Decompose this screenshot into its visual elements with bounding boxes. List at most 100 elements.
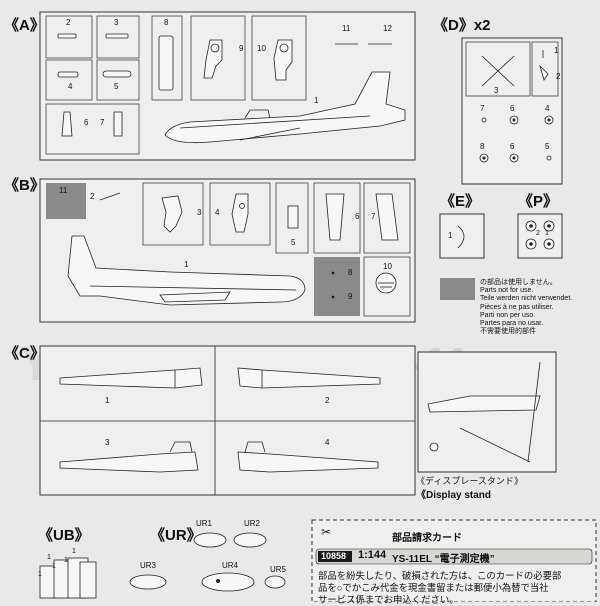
section-c-label: 《C》 — [4, 344, 45, 362]
part-c3-wing — [59, 441, 199, 473]
display-stand-en: 《Display stand — [416, 490, 492, 501]
ub-label-d: 1 — [72, 548, 76, 555]
part-ur5 — [264, 575, 286, 589]
part-c1-wing — [59, 367, 203, 389]
d-label-6a: 6 — [510, 104, 515, 113]
part-a2 — [57, 33, 77, 39]
part-b10-engine-front — [375, 272, 397, 294]
a-label-3: 3 — [114, 18, 119, 27]
a-label-10: 10 — [257, 44, 266, 53]
legend-line-it: Parti non per uso. — [480, 311, 536, 319]
part-ur1 — [193, 532, 227, 548]
b-label-9: 9 — [348, 292, 353, 301]
part-e1 — [457, 225, 465, 249]
p-label-1: 1 — [545, 230, 549, 237]
part-ub-blocks — [39, 557, 97, 599]
order-card-header — [315, 548, 593, 565]
part-b5 — [287, 205, 299, 229]
runner-c-frame — [39, 345, 416, 496]
a-label-8: 8 — [164, 18, 169, 27]
part-p-wheels — [525, 220, 555, 250]
part-a7 — [113, 111, 123, 137]
b-label-4: 4 — [215, 208, 220, 217]
a-cell-4 — [45, 59, 93, 101]
a-label-7: 7 — [100, 118, 105, 127]
part-b6 — [325, 193, 345, 241]
b-cell-8-9-unused — [314, 257, 360, 316]
part-a10-gear — [273, 39, 293, 81]
display-stand-part — [427, 361, 541, 463]
d-cell-1-2 — [531, 41, 559, 97]
part-d1-d2 — [539, 50, 549, 81]
a-label-11: 11 — [342, 24, 351, 33]
section-p-label: 《P》 — [518, 192, 558, 210]
section-d-label: 《D》x2 — [433, 16, 491, 34]
part-b9-dot — [331, 295, 335, 299]
section-e-label: 《E》 — [440, 192, 480, 210]
part-d3-propeller — [481, 55, 515, 87]
b-label-11: 11 — [59, 186, 68, 195]
part-b8-dot — [331, 271, 335, 275]
order-code-badge — [318, 551, 352, 562]
d-label-5: 5 — [545, 142, 550, 151]
display-stand-jp: 《ディスプレースタンド》 — [416, 476, 523, 486]
part-a8 — [158, 35, 174, 91]
order-body-3: サービス係までお申込ください。 — [318, 594, 459, 605]
d-label-4: 4 — [545, 104, 550, 113]
a-cell-5 — [96, 59, 140, 101]
d-label-7: 7 — [480, 104, 485, 113]
part-a4 — [57, 71, 79, 78]
ub-label-a: 1 — [38, 571, 42, 578]
b-label-5: 5 — [291, 238, 296, 247]
a-label-6: 6 — [84, 118, 89, 127]
legend-line-jp: の部品は使用しません。 — [480, 279, 557, 286]
c-label-2: 2 — [325, 396, 330, 405]
a-label-9: 9 — [239, 44, 244, 53]
ur-label-5: UR5 — [270, 565, 287, 574]
a-label-5: 5 — [114, 82, 119, 91]
order-body-1: 部品を紛失したり、破損された方は、このカードの必要部 — [318, 570, 562, 581]
d-label-6b: 6 — [510, 142, 515, 151]
section-ur-label: 《UR》 — [150, 526, 202, 544]
order-scale: 1:144 — [358, 549, 387, 561]
part-ur2 — [233, 532, 267, 548]
b-label-2: 2 — [90, 192, 95, 201]
a-label-1: 1 — [314, 96, 319, 105]
order-card-title: 部品請求カード — [392, 533, 462, 544]
section-b-label: 《B》 — [4, 176, 45, 194]
ur-label-3: UR3 — [140, 561, 157, 570]
d-label-3: 3 — [494, 86, 499, 95]
order-model: YS-11EL “電子測定機” — [392, 554, 495, 565]
a-cell-6-7 — [45, 103, 140, 155]
a-label-12: 12 — [383, 24, 392, 33]
c-label-1: 1 — [105, 396, 110, 405]
b-label-1: 1 — [184, 260, 189, 269]
part-c4-wing — [237, 441, 379, 473]
legend-line-de: Teile werden nicht verwendet. — [480, 295, 573, 303]
e-label-1: 1 — [448, 231, 453, 240]
b-cell-11-unused — [46, 183, 86, 219]
part-c2-wing — [237, 367, 381, 389]
b-label-10: 10 — [383, 262, 392, 271]
b-label-8: 8 — [348, 268, 353, 277]
b-label-6: 6 — [355, 212, 360, 221]
legend-unused-swatch — [440, 278, 475, 300]
part-b4-gear — [231, 193, 249, 233]
part-b2 — [99, 192, 121, 201]
p-label-2: 2 — [536, 230, 540, 237]
b-label-7: 7 — [371, 212, 376, 221]
runner-e-frame — [439, 213, 485, 259]
d-cell-3 — [465, 41, 531, 97]
part-a9-gear — [203, 39, 223, 79]
part-b7 — [375, 193, 399, 241]
part-ur3 — [129, 574, 167, 590]
part-a1-fuselage — [164, 71, 406, 144]
ur-label-1: UR1 — [196, 519, 213, 528]
scissors-icon: ✂ — [321, 525, 331, 539]
ub-label-c: 1 — [64, 557, 68, 564]
part-ur4 — [201, 572, 255, 592]
order-body-2: 品を○でかこみ代金を現金書留または郵便小為替で当社 — [318, 582, 549, 593]
legend-line-en: Parts not for use. — [480, 287, 534, 295]
ur-label-2: UR2 — [244, 519, 261, 528]
